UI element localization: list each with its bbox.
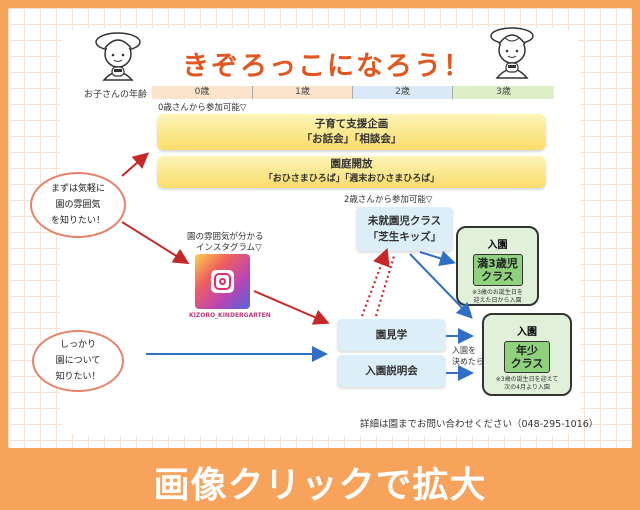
enroll2-title: 入園	[517, 327, 537, 338]
enroll1-note: ※3歳のお誕生日を 迎えた日から入園	[458, 289, 537, 305]
pre-school-class-box: 未就園児クラス 「芝生キッズ」	[356, 207, 453, 251]
enroll-box-3yo: 入園 満3歳児 クラス ※3歳のお誕生日を 迎えた日から入園	[456, 226, 539, 306]
age-bar-0: 0歳	[152, 86, 252, 99]
instagram-caption-2: インスタグラム▽	[196, 243, 262, 253]
page-title: きぞろっこになろう！	[182, 51, 472, 82]
contact-info: 詳細は園までお問い合わせください（048-295-1016）	[360, 419, 599, 430]
enroll2-class: 年少 クラス	[504, 341, 550, 373]
enroll2-note: ※3歳の誕生日を迎えて 次の4月より入園	[484, 376, 570, 392]
cloud2-line1: しっかり	[59, 340, 96, 350]
cloud1-line1: まずは気軽に	[50, 184, 105, 194]
enroll1-title: 入園	[487, 240, 508, 251]
speech-cloud-thorough: しっかり 園について 知りたい！	[32, 330, 124, 392]
pre-class-title: 未就園児クラス	[367, 215, 442, 227]
enroll1-note-line2: 迎えた日から入園	[473, 297, 522, 304]
dotted-visit-to-preclass-1	[360, 247, 390, 317]
enroll2-note-line2: 次の4月より入園	[504, 384, 550, 391]
note-from-age-0: 0歳さんから参加可能▽	[158, 103, 247, 113]
enroll2-note-line1: ※3歳の誕生日を迎えて	[495, 376, 559, 383]
support-subtitle: 「お話会」「相談会」	[301, 133, 402, 145]
instagram-icon	[214, 273, 231, 290]
arrow-instagram-to-visit	[253, 290, 330, 325]
arrow-cloud1-to-support	[121, 152, 150, 177]
enroll1-class-line1: 満3歳児	[477, 257, 518, 270]
admission-briefing-box: 入園説明会	[337, 355, 446, 387]
garden-open-box: 園庭開放 「おひさまひろば」「週末おひさまひろば」	[157, 156, 546, 188]
instagram-qr-code[interactable]	[195, 254, 250, 309]
note-from-age-2: 2歳さんから参加可能▽	[344, 195, 433, 205]
instagram-handle: KIZORO_KINDERGARTEN	[189, 312, 271, 319]
garden-subtitle: 「おひさまひろば」「週末おひさまひろば」	[263, 174, 440, 184]
child-left-illustration	[95, 32, 141, 81]
cloud2-line2: 園について	[55, 356, 101, 366]
pre-class-name: 「芝生キッズ」	[367, 231, 442, 243]
support-program-box: 子育て支援企画 「お話会」「相談会」	[157, 114, 546, 150]
instagram-caption-1: 園の雰囲気が分かる	[187, 232, 264, 242]
school-visit-box: 園見学	[337, 319, 446, 351]
child-right-illustration	[490, 27, 534, 79]
speech-cloud-casual: まずは気軽に 園の雰囲気 を知りたい！	[30, 172, 126, 238]
cloud2-line3: 知りたい！	[55, 372, 101, 382]
decide-label: 入園を 決めたら	[452, 345, 484, 367]
enroll2-class-line2: クラス	[510, 357, 544, 370]
decide-line2: 決めたら	[452, 357, 484, 366]
age-bar-1: 1歳	[252, 86, 352, 99]
zoom-caption: 画像クリックで拡大	[153, 465, 487, 506]
arrow-cloud1-to-instagram	[121, 221, 190, 265]
support-title: 子育て支援企画	[314, 118, 389, 130]
enroll1-note-line1: ※3歳のお誕生日を	[472, 289, 523, 296]
age-label: お子さんの年齢	[84, 90, 148, 100]
cloud1-line3: を知りたい！	[50, 216, 105, 226]
age-bar-3: 3歳	[452, 86, 554, 99]
enroll1-class-line2: クラス	[481, 270, 514, 283]
decide-line1: 入園を	[452, 346, 476, 355]
cloud1-line2: 園の雰囲気	[55, 200, 101, 210]
age-bar-2: 2歳	[352, 86, 452, 99]
dotted-visit-to-preclass-2	[374, 255, 396, 317]
arrow-preclass-to-3yo	[419, 250, 456, 267]
garden-title: 園庭開放	[330, 158, 373, 170]
arrow-preclass-to-nensho	[409, 253, 473, 319]
enroll2-class-line1: 年少	[516, 344, 538, 357]
enroll-box-nensho: 入園 年少 クラス ※3歳の誕生日を迎えて 次の4月より入園	[482, 313, 572, 396]
enroll1-class: 満3歳児 クラス	[472, 254, 523, 286]
